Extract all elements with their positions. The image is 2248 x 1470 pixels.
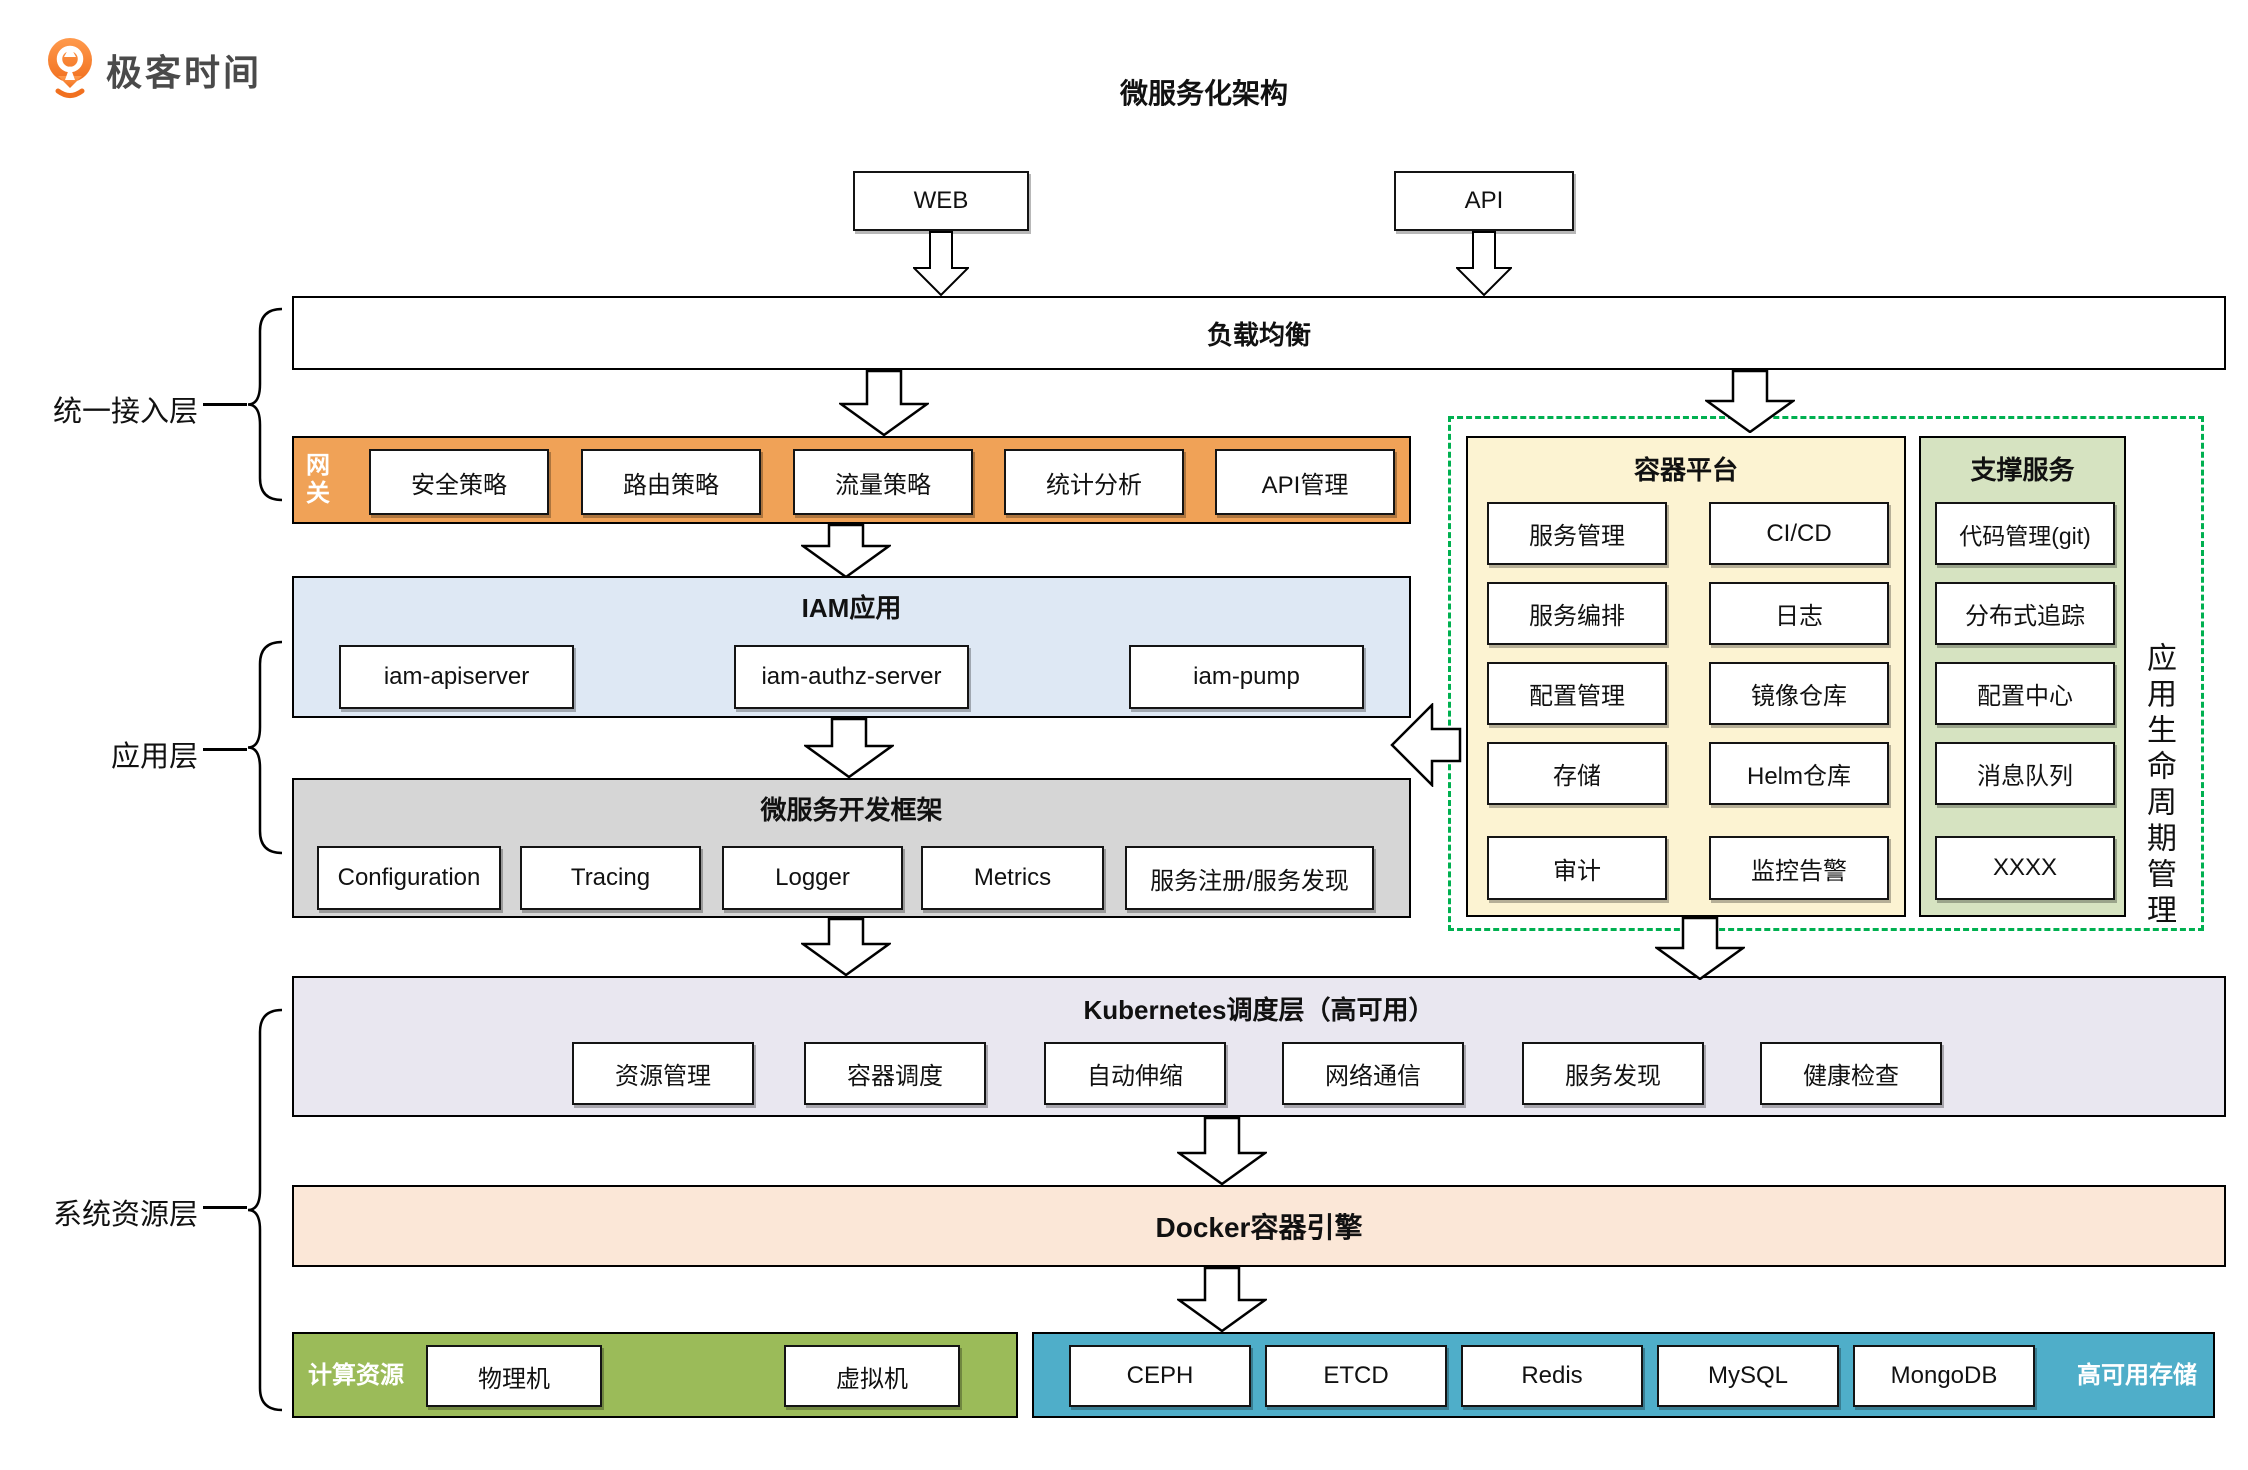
gateway-label: 网关 — [306, 452, 330, 507]
platform-item: 日志 — [1709, 582, 1889, 645]
platform-item: 审计 — [1487, 836, 1667, 900]
kubernetes-title: Kubernetes调度层（高可用） — [1083, 995, 1435, 1025]
storage-item: CEPH — [1069, 1345, 1251, 1407]
framework-panel: 微服务开发框架 Configuration Tracing Logger Met… — [292, 778, 1411, 918]
kubernetes-item: 网络通信 — [1282, 1042, 1464, 1105]
platform-item: 服务编排 — [1487, 582, 1667, 645]
kubernetes-item: 服务发现 — [1522, 1042, 1704, 1105]
platform-item: 镜像仓库 — [1709, 662, 1889, 725]
arrow-api-to-lb — [1456, 231, 1512, 296]
gateway-item: API管理 — [1215, 449, 1395, 515]
support-item: 代码管理(git) — [1935, 502, 2115, 565]
ha-storage-label: 高可用存储 — [2077, 1362, 2197, 1389]
compute-item: 物理机 — [426, 1345, 602, 1407]
arrow-gateway-to-iam — [801, 524, 891, 578]
ha-storage-panel: CEPH ETCD Redis MySQL MongoDB 高可用存储 — [1032, 1332, 2215, 1418]
framework-item: 服务注册/服务发现 — [1125, 846, 1374, 910]
gateway-item: 路由策略 — [581, 449, 761, 515]
docker-engine-bar: Docker容器引擎 — [292, 1185, 2226, 1267]
platform-item: 服务管理 — [1487, 502, 1667, 565]
brand-name: 极客时间 — [106, 52, 263, 93]
platform-item: Helm仓库 — [1709, 742, 1889, 805]
support-item: 消息队列 — [1935, 742, 2115, 805]
compute-resources-panel: 计算资源 物理机 虚拟机 — [292, 1332, 1018, 1418]
arrow-k8s-to-docker — [1177, 1117, 1267, 1185]
lifecycle-dashed-boundary — [1448, 416, 2204, 931]
gateway-item: 安全策略 — [369, 449, 549, 515]
platform-item: 配置管理 — [1487, 662, 1667, 725]
iam-panel: IAM应用 iam-apiserver iam-authz-server iam… — [292, 576, 1411, 718]
layer-line-access — [203, 403, 247, 406]
framework-item: Logger — [722, 846, 903, 910]
diagram-title: 微服务化架构 — [1119, 78, 1288, 109]
arrow-lb-to-platform — [1705, 370, 1795, 433]
container-platform-panel: 容器平台 服务管理 服务编排 配置管理 存储 审计 CI/CD 日志 镜像仓库 … — [1466, 436, 1906, 917]
layer-label-access: 统一接入层 — [52, 396, 198, 428]
load-balancer-bar: 负载均衡 — [292, 296, 2226, 370]
arrow-lb-to-gateway — [839, 370, 929, 436]
container-platform-title: 容器平台 — [1633, 455, 1738, 485]
arrow-framework-to-k8s — [801, 918, 891, 976]
layer-brace-resource — [247, 1008, 283, 1412]
kubernetes-item: 资源管理 — [572, 1042, 754, 1105]
support-services-panel: 支撑服务 代码管理(git) 分布式追踪 配置中心 消息队列 XXXX — [1919, 436, 2126, 917]
iam-item: iam-authz-server — [734, 645, 969, 709]
support-services-title: 支撑服务 — [1970, 455, 2075, 485]
iam-item: iam-apiserver — [339, 645, 574, 709]
docker-engine-title: Docker容器引擎 — [1155, 1212, 1363, 1243]
load-balancer-title: 负载均衡 — [1206, 319, 1311, 350]
arrow-iam-to-framework — [804, 718, 894, 778]
layer-label-resource: 系统资源层 — [52, 1199, 198, 1231]
gateway-item: 流量策略 — [793, 449, 973, 515]
storage-item: MySQL — [1657, 1345, 1839, 1407]
gateway-item: 统计分析 — [1004, 449, 1184, 515]
compute-item: 虚拟机 — [784, 1345, 960, 1407]
gateway-bar: 网关 安全策略 路由策略 流量策略 统计分析 API管理 — [292, 436, 1411, 524]
storage-item: ETCD — [1265, 1345, 1447, 1407]
layer-brace-app — [247, 640, 283, 855]
framework-item: Metrics — [921, 846, 1104, 910]
iam-item: iam-pump — [1129, 645, 1364, 709]
support-item: 分布式追踪 — [1935, 582, 2115, 645]
kubernetes-item: 健康检查 — [1760, 1042, 1942, 1105]
platform-item: 监控告警 — [1709, 836, 1889, 900]
layer-line-app — [203, 748, 247, 751]
layer-line-resource — [203, 1206, 247, 1209]
framework-title: 微服务开发框架 — [760, 795, 943, 825]
platform-item: CI/CD — [1709, 502, 1889, 565]
storage-item: Redis — [1461, 1345, 1643, 1407]
layer-brace-access — [247, 307, 283, 502]
iam-title: IAM应用 — [801, 593, 902, 623]
framework-item: Configuration — [317, 846, 501, 910]
platform-item: 存储 — [1487, 742, 1667, 805]
geektime-logo-icon — [48, 38, 92, 98]
kubernetes-item: 自动伸缩 — [1044, 1042, 1226, 1105]
arrow-platform-to-app — [1390, 703, 1462, 787]
kubernetes-panel: Kubernetes调度层（高可用） 资源管理 容器调度 自动伸缩 网络通信 服… — [292, 976, 2226, 1117]
support-item: 配置中心 — [1935, 662, 2115, 725]
lifecycle-label: 应用生命周期管理 — [2142, 642, 2175, 930]
support-item: XXXX — [1935, 836, 2115, 900]
arrow-docker-to-storage — [1177, 1267, 1267, 1332]
storage-item: MongoDB — [1853, 1345, 2035, 1407]
arrow-platform-to-k8s — [1655, 917, 1745, 980]
kubernetes-item: 容器调度 — [804, 1042, 986, 1105]
api-entry-box: API — [1394, 171, 1574, 231]
compute-resources-label: 计算资源 — [308, 1362, 404, 1389]
web-entry-box: WEB — [853, 171, 1029, 231]
arrow-web-to-lb — [913, 231, 969, 296]
layer-label-app: 应用层 — [110, 741, 198, 773]
framework-item: Tracing — [520, 846, 701, 910]
